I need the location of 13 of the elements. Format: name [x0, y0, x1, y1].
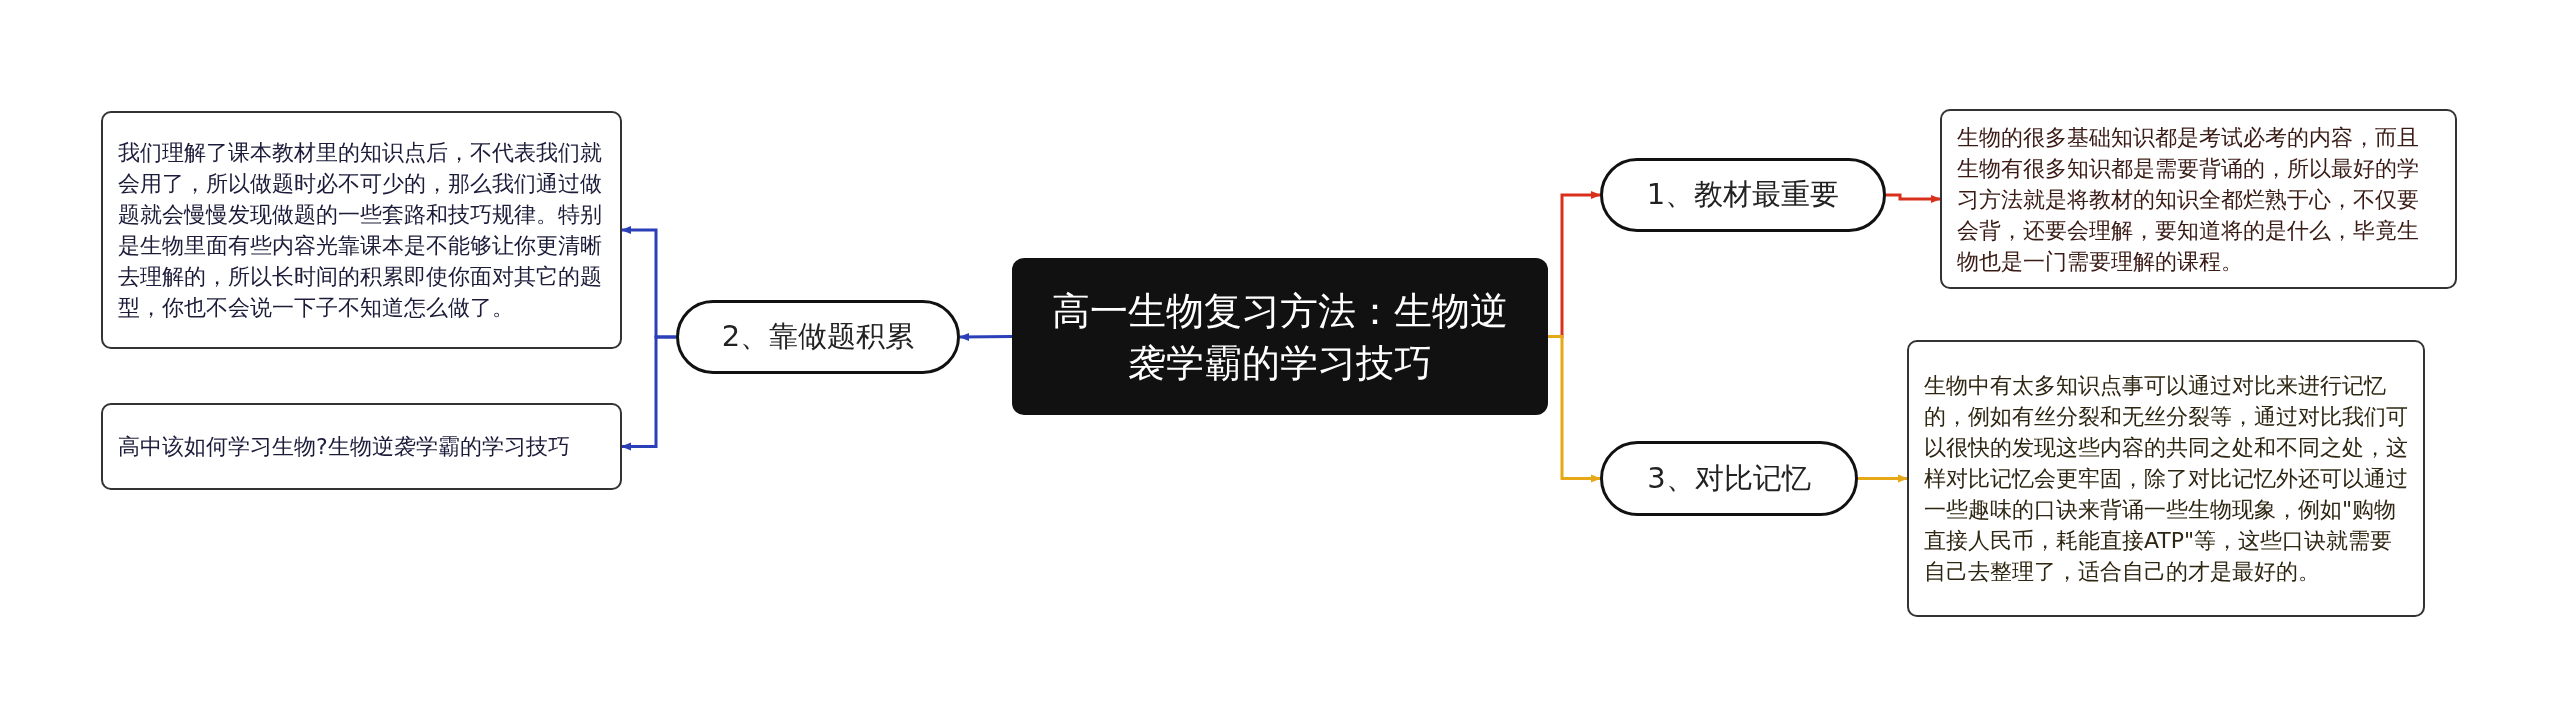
connector-arrow [1886, 193, 1941, 203]
topic-pill: 2、靠做题积累 [676, 300, 960, 374]
topic-pill: 1、教材最重要 [1600, 158, 1886, 232]
connector-arrow [959, 332, 1012, 341]
connector-arrow [1548, 335, 1601, 483]
note-box: 高中该如何学习生物?生物逆袭学霸的学习技巧 [101, 403, 622, 490]
topic-pill: 3、对比记忆 [1600, 441, 1858, 516]
note-box: 我们理解了课本教材里的知识点后，不代表我们就会用了，所以做题时必不可少的，那么我们通过做题就会慢慢发现做题的一些套路和技巧规律。特别是生物里面有些内容光靠课本是不能够让你更清晰去理解的，所以长时间的积累即使你面对其它的题型，你也不会说一下子不知道怎么做了。 [101, 111, 622, 349]
connector-arrow [1858, 474, 1908, 483]
note-box: 生物中有太多知识点事可以通过对比来进行记忆的，例如有丝分裂和无丝分裂等，通过对比我们可以很快的发现这些内容的共同之处和不同之处，这样对比记忆会更牢固，除了对比记忆外还可以通过一些趣味的口诀来背诵一些生物现象，例如"购物直接人民币，耗能直接ATP"等，这些口诀就需要自己去整理了，适合自己的才是最好的。 [1907, 340, 2425, 617]
central-topic-box: 高一生物复习方法：生物逆袭学霸的学习技巧 [1012, 258, 1548, 415]
note-box: 生物的很多基础知识都是考试必考的内容，而且生物有很多知识都是需要背诵的，所以最好的学习方法就是将教材的知识全都烂熟于心，不仅要会背，还要会理解，要知道将的是什么，毕竟生物也是一门需要理解的课程。 [1940, 109, 2457, 289]
connector-arrow [621, 335, 676, 451]
